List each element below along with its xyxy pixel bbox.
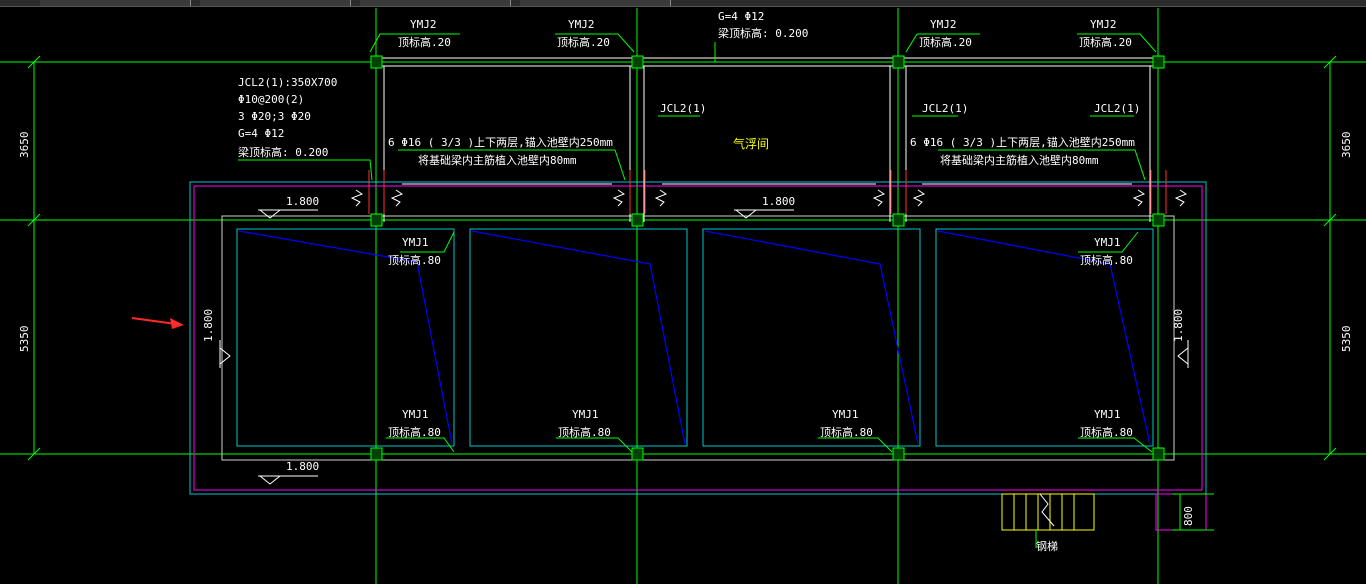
compartments xyxy=(236,228,1154,447)
note-right-1: 6 Φ16 ( 3/3 )上下两层,锚入池壁内250mm xyxy=(910,135,1135,149)
dim-left-top: 3650 xyxy=(18,132,31,159)
jcl-stirrup: Φ10@200(2) xyxy=(238,93,304,106)
drawing-tab-4[interactable] xyxy=(520,0,671,6)
ymj1-elev-bottom-3: 顶标高.80 xyxy=(820,425,873,439)
pool-outline xyxy=(189,181,1207,495)
dim-right-top: 3650 xyxy=(1340,132,1353,159)
ymj1-elev-top-left: 顶标高.80 xyxy=(388,253,441,267)
note-left-2: 将基础梁内主筋植入池壁内80mm xyxy=(418,153,577,167)
dim-right-bottom: 5350 xyxy=(1340,326,1353,353)
ymj1-label-bottom-2: YMJ1 xyxy=(572,408,599,421)
jcl2-label-b: JCL2(1) xyxy=(922,102,968,115)
jcl-rebar: 3 Φ20;3 Φ20 xyxy=(238,110,311,123)
ymj2-label-1: YMJ2 xyxy=(410,18,437,31)
level-markers xyxy=(219,209,1189,485)
jcl-main-spec: JCL2(1):350X700 xyxy=(238,76,337,89)
jcl-elev: 梁顶标高: 0.200 xyxy=(238,145,328,159)
drawing-tab-bar xyxy=(0,0,1366,7)
note-left-1: 6 Φ16 ( 3/3 )上下两层,锚入池壁内250mm xyxy=(388,135,613,149)
annotations: YMJ2 顶标高.20 YMJ2 顶标高.20 YMJ2 顶标高.20 YMJ2… xyxy=(18,10,1353,553)
level-top-left: 1.800 xyxy=(286,195,319,208)
axis-grid xyxy=(0,8,1366,584)
drawing-tab-1[interactable] xyxy=(40,0,191,6)
ymj1-label-bottom-1: YMJ1 xyxy=(402,408,429,421)
ymj1-elev-bottom-4: 顶标高.80 xyxy=(1080,425,1133,439)
ymj2-label-3: YMJ2 xyxy=(930,18,957,31)
ymj1-label-top-left: YMJ1 xyxy=(402,236,429,249)
ymj2-elev-2: 顶标高.20 xyxy=(557,35,610,49)
jcl2-label-c: JCL2(1) xyxy=(1094,102,1140,115)
ymj2-elev-4: 顶标高.20 xyxy=(1079,35,1132,49)
jcl2-label-a: JCL2(1) xyxy=(660,102,706,115)
level-side-right: 1.800 xyxy=(1172,309,1185,342)
ymj2-label-2: YMJ2 xyxy=(568,18,595,31)
steel-stair xyxy=(1001,493,1214,548)
ymj2-elev-3: 顶标高.20 xyxy=(919,35,972,49)
leader-lines xyxy=(238,33,1157,453)
level-top-mid: 1.800 xyxy=(762,195,795,208)
top-beam-g: G=4 Φ12 xyxy=(718,10,764,23)
level-bottom-left: 1.800 xyxy=(286,460,319,473)
ymj2-label-4: YMJ2 xyxy=(1090,18,1117,31)
column-rebar-marks xyxy=(368,170,1167,214)
ymj1-elev-bottom-2: 顶标高.80 xyxy=(558,425,611,439)
note-right-2: 将基础梁内主筋植入池壁内80mm xyxy=(940,153,1099,167)
top-beam-elev: 梁顶标高: 0.200 xyxy=(718,26,808,40)
drawing-tab-3[interactable] xyxy=(360,0,511,6)
columns xyxy=(370,55,1165,461)
dim-stair: 800 xyxy=(1182,506,1195,526)
break-lines xyxy=(350,183,1188,207)
ymj1-label-top-right: YMJ1 xyxy=(1094,236,1121,249)
level-side-left: 1.800 xyxy=(202,309,215,342)
ymj1-elev-bottom-1: 顶标高.80 xyxy=(388,425,441,439)
red-arrow-indicator xyxy=(131,317,184,329)
ymj1-label-bottom-4: YMJ1 xyxy=(1094,408,1121,421)
jcl-g: G=4 Φ12 xyxy=(238,127,284,140)
slope-lines xyxy=(238,230,1151,445)
dim-left-bottom: 5350 xyxy=(18,326,31,353)
ymj2-elev-1: 顶标高.20 xyxy=(398,35,451,49)
drawing-tab-2[interactable] xyxy=(200,0,351,6)
room-name: 气浮间 xyxy=(733,136,769,151)
stair-label: 钢梯 xyxy=(1036,540,1058,553)
ymj1-elev-top-right: 顶标高.80 xyxy=(1080,253,1133,267)
ymj1-label-bottom-3: YMJ1 xyxy=(832,408,859,421)
